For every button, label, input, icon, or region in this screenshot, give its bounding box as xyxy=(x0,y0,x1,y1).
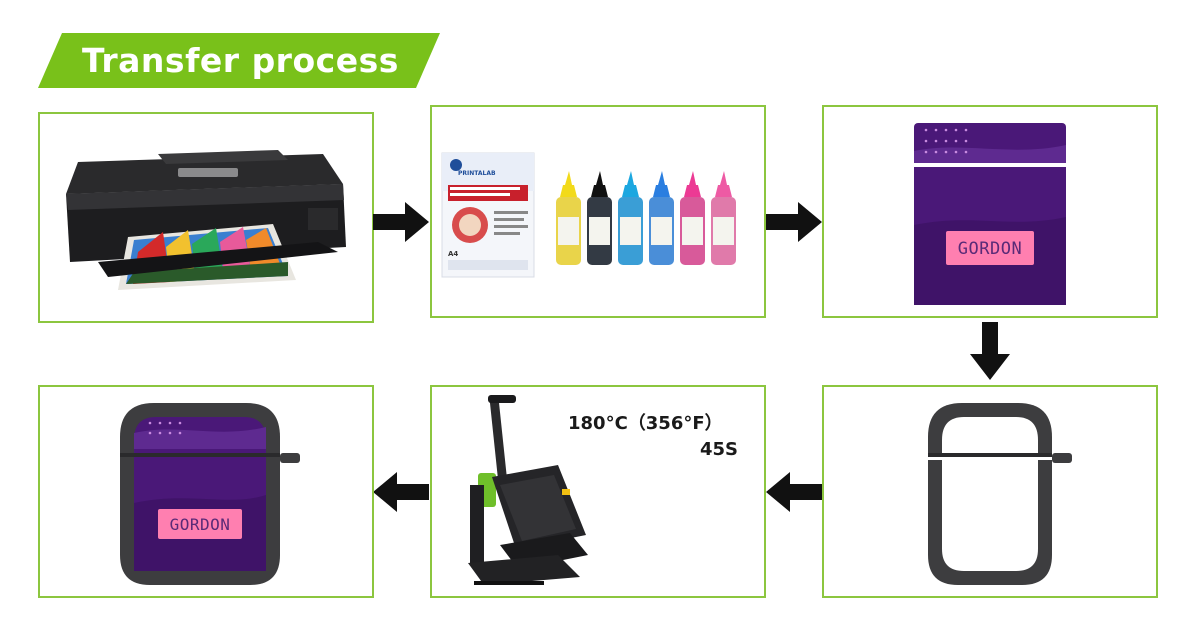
step-heat-press-box: 180°C（356°F） 45S xyxy=(430,385,766,598)
arrow-left-2 xyxy=(373,472,429,512)
temperature-label: 180°C（356°F） xyxy=(568,413,723,434)
svg-text:A4: A4 xyxy=(448,250,458,258)
step-printed-design-box: GORDON xyxy=(822,105,1158,318)
svg-text:PRINTALAB: PRINTALAB xyxy=(458,170,496,177)
printer-icon xyxy=(66,150,346,290)
arrow-right-1 xyxy=(373,202,429,242)
title-banner xyxy=(38,33,440,88)
step-materials-box: PRINTALAB A4 xyxy=(430,105,766,318)
print-label-text: GORDON xyxy=(958,239,1022,259)
step-finished-case-box: GORDON xyxy=(38,385,374,598)
finished-airpods-case-icon: GORDON xyxy=(120,403,300,585)
printed-transfer-paper-icon: GORDON xyxy=(914,123,1066,305)
paper-brand-logo: PRINTALAB xyxy=(458,170,496,177)
time-label: 45S xyxy=(700,439,739,460)
step-blank-case-box xyxy=(822,385,1158,598)
sublimation-paper-and-ink-icon xyxy=(441,152,736,278)
arrow-down xyxy=(970,322,1010,380)
blank-airpods-case-icon xyxy=(928,403,1072,585)
finished-label-text: GORDON xyxy=(170,515,231,534)
step-print-box xyxy=(38,112,374,323)
arrow-left-1 xyxy=(766,472,822,512)
paper-size-label: A4 xyxy=(448,250,458,258)
arrow-right-2 xyxy=(766,202,822,242)
heat-press-icon xyxy=(468,395,588,585)
page-title: Transfer process xyxy=(82,41,399,80)
